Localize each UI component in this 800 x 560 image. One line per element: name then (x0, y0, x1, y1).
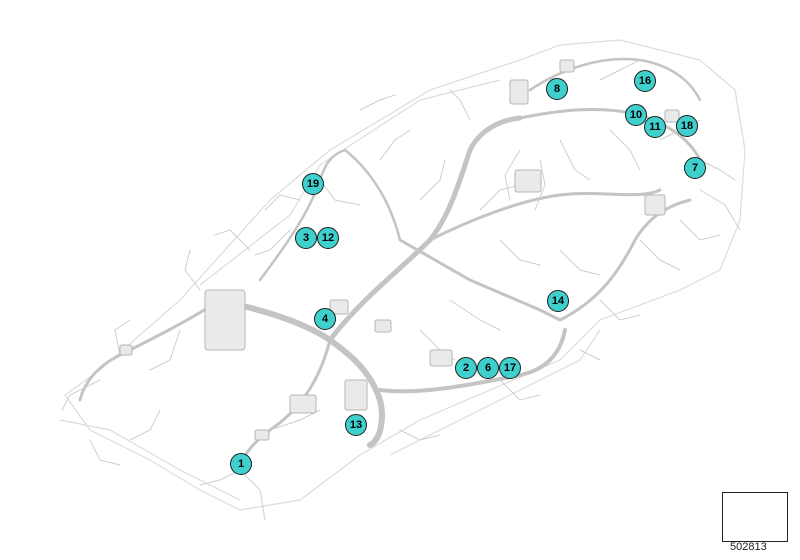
vehicle-body-outline (59, 39, 746, 511)
callout-14[interactable]: 14 (547, 290, 569, 312)
callout-18[interactable]: 18 (676, 115, 698, 137)
callout-1[interactable]: 1 (230, 453, 252, 475)
callout-2[interactable]: 2 (455, 357, 477, 379)
diagram-number: 502813 (730, 541, 767, 553)
callout-11[interactable]: 11 (644, 116, 666, 138)
callout-19[interactable]: 19 (302, 173, 324, 195)
callout-17[interactable]: 17 (499, 357, 521, 379)
callout-7[interactable]: 7 (684, 157, 706, 179)
harness-connectors (119, 59, 680, 441)
callout-13[interactable]: 13 (345, 414, 367, 436)
branch-wires (61, 59, 741, 521)
callout-3[interactable]: 3 (295, 227, 317, 249)
main-harness (78, 57, 702, 472)
navigation-box[interactable] (722, 492, 788, 542)
callout-10[interactable]: 10 (625, 104, 647, 126)
callout-16[interactable]: 16 (634, 70, 656, 92)
callout-8[interactable]: 8 (546, 78, 568, 100)
callout-6[interactable]: 6 (477, 357, 499, 379)
callout-12[interactable]: 12 (317, 227, 339, 249)
callout-4[interactable]: 4 (314, 308, 336, 330)
